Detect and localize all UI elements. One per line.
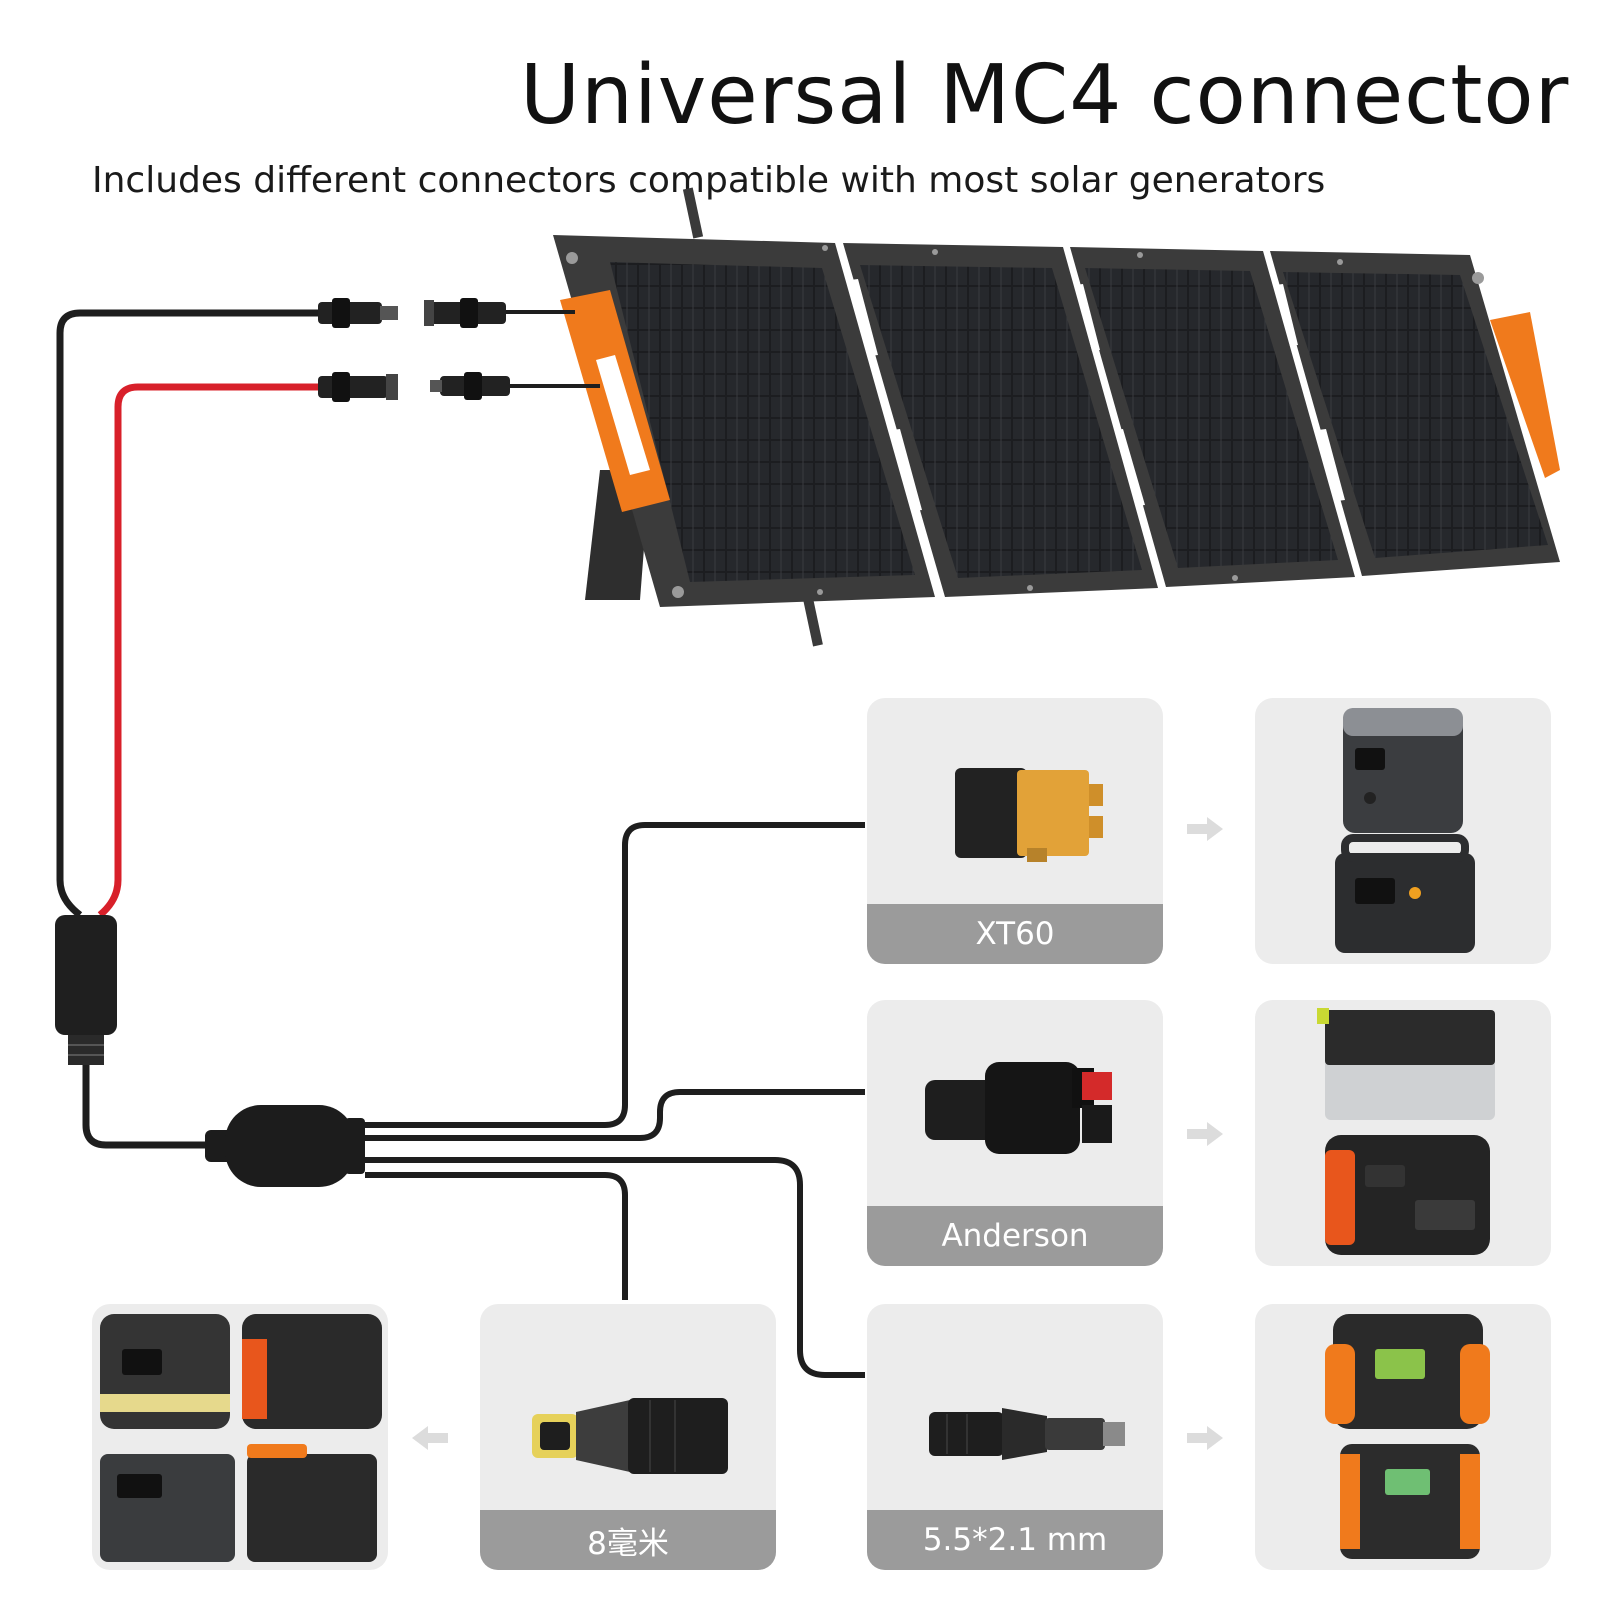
mc4-y-cable <box>55 298 398 1149</box>
arrow-left-icon <box>412 1426 448 1450</box>
power-station-icon <box>1325 1314 1490 1559</box>
arrow-right-icon <box>1187 1426 1223 1450</box>
cable-red-lead <box>97 383 318 918</box>
cable-to-5521 <box>365 1157 865 1378</box>
solar-panel-section-2 <box>843 243 1158 597</box>
generator-card-anderson <box>1255 1000 1551 1266</box>
generator-card-8mm <box>92 1304 388 1570</box>
y-branch-connector <box>55 915 117 1035</box>
page-title: Universal MC4 connector <box>520 48 1570 143</box>
connector-card-xt60: XT60 <box>867 698 1163 964</box>
connector-label: XT60 <box>867 904 1163 964</box>
8mm-connector-icon <box>532 1398 728 1474</box>
panel-grommets <box>566 245 1484 598</box>
connector-label: 8毫米 <box>480 1510 776 1570</box>
page-subtitle: Includes different connectors compatible… <box>92 160 1326 201</box>
generator-card-5521 <box>1255 1304 1551 1570</box>
panel-peg-top <box>682 187 704 239</box>
arrow-right-icon <box>1187 1122 1223 1146</box>
cable-black-lead <box>56 309 318 918</box>
panel-hinges <box>850 279 1345 511</box>
solar-panel-section-1 <box>553 235 935 607</box>
power-station-icon <box>100 1314 382 1562</box>
mc4-panel-leads <box>424 298 600 400</box>
xt60-connector-icon <box>955 768 1103 862</box>
mc4-connector-male-black <box>318 298 398 328</box>
anderson-connector-icon <box>925 1062 1112 1154</box>
connector-card-5521: 5.5*2.1 mm <box>867 1304 1163 1570</box>
cable-to-xt60 <box>365 822 865 1128</box>
generator-card-xt60 <box>1255 698 1551 964</box>
panel-peg-bottom <box>803 597 823 647</box>
cable-to-anderson <box>365 1089 865 1141</box>
solar-panel-section-3 <box>1070 247 1355 587</box>
four-way-splitter <box>205 1105 365 1187</box>
connector-label: Anderson <box>867 1206 1163 1266</box>
cable-trunk <box>82 1065 215 1149</box>
power-station-icon <box>1335 708 1475 953</box>
power-station-icon <box>1317 1008 1495 1255</box>
connector-card-8mm: 8毫米 <box>480 1304 776 1570</box>
connector-card-anderson: Anderson <box>867 1000 1163 1266</box>
output-cables <box>365 822 865 1378</box>
mc4-connector-male-bottom <box>430 372 510 400</box>
panel-handle-right <box>1490 312 1560 478</box>
dc5521-connector-icon <box>929 1408 1125 1460</box>
arrow-right-icon <box>1187 817 1223 841</box>
mc4-connector-female-top <box>424 298 506 328</box>
cable-to-8mm <box>365 1172 628 1300</box>
connector-label: 5.5*2.1 mm <box>867 1510 1163 1570</box>
mc4-connector-female-red <box>318 372 398 402</box>
